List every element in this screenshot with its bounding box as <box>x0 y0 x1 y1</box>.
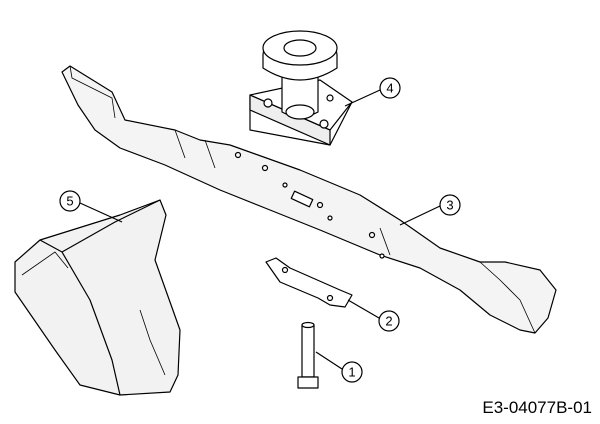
callout-5: 5 <box>59 190 123 223</box>
blade-adapter-pulley <box>249 30 353 146</box>
callout-4: 4 <box>344 77 401 107</box>
svg-text:2: 2 <box>385 314 392 329</box>
diagram-code: E3-04077B-01 <box>482 398 592 417</box>
blade <box>61 65 557 334</box>
callout-1: 1 <box>315 351 363 383</box>
callout-2: 2 <box>347 299 400 332</box>
svg-text:3: 3 <box>446 198 453 213</box>
blade-bracket <box>265 257 353 308</box>
svg-text:4: 4 <box>386 81 393 96</box>
mulching-plug <box>14 199 181 396</box>
svg-text:1: 1 <box>348 365 355 380</box>
bolt <box>297 321 319 389</box>
callout-3: 3 <box>399 194 461 226</box>
svg-text:5: 5 <box>66 194 73 209</box>
